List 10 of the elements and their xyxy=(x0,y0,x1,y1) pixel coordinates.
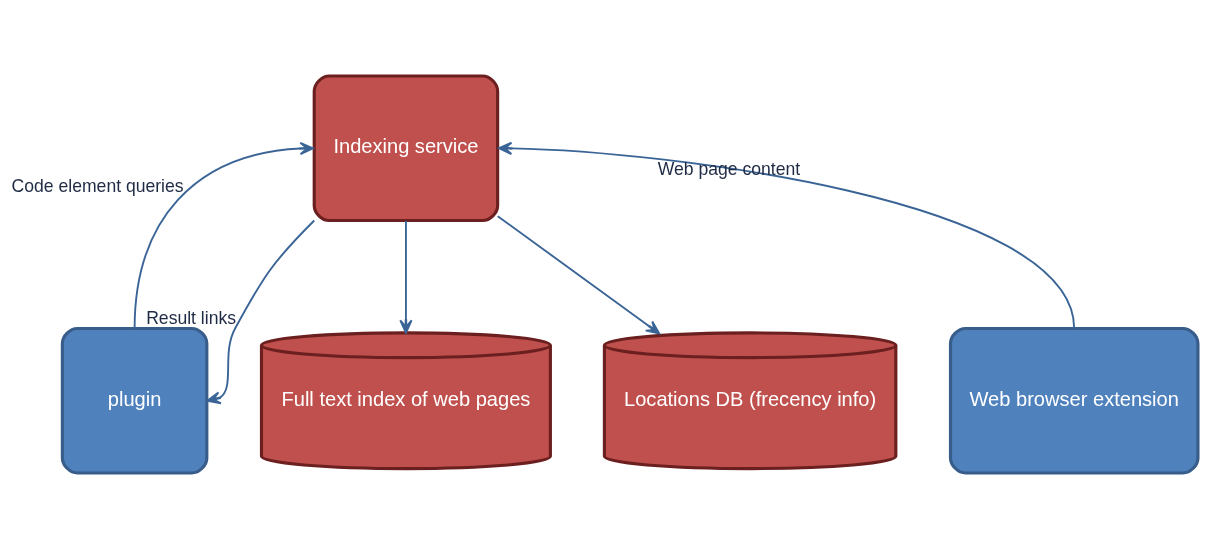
node-box: Indexing service xyxy=(312,73,500,222)
arrow xyxy=(496,214,661,334)
node-box: plugin xyxy=(60,326,209,475)
arrow xyxy=(133,141,314,329)
arrow xyxy=(206,219,316,404)
node-box: Web browser extension xyxy=(948,326,1200,475)
arrow xyxy=(399,219,413,334)
edge-label: Result links xyxy=(146,307,237,328)
arrow xyxy=(497,141,1076,329)
edge-label: Code element queries xyxy=(11,175,184,196)
